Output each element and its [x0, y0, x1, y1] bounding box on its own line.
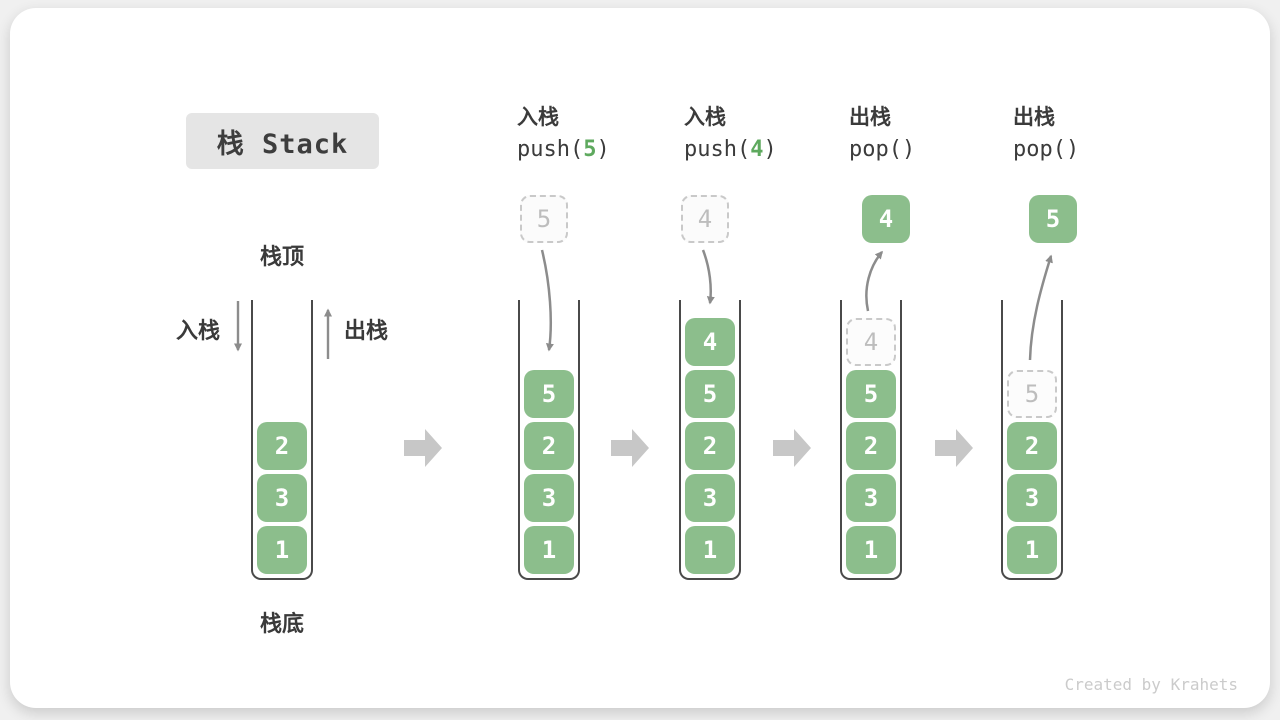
stack-cell: 3 [524, 474, 574, 522]
incoming-element: 5 [520, 195, 568, 243]
op-label-pop-second: 出栈 pop() [1013, 107, 1079, 161]
stack-cell: 1 [685, 526, 735, 574]
stack-cell: 5 [524, 370, 574, 418]
op-name: 入栈 [517, 105, 559, 129]
stack-cell: 2 [257, 422, 307, 470]
op-label-pop-first: 出栈 pop() [849, 107, 915, 161]
op-name: 入栈 [684, 105, 726, 129]
stack-bottom-label: 栈底 [259, 612, 304, 637]
stack-cell: 3 [846, 474, 896, 522]
incoming-element: 4 [681, 195, 729, 243]
stack-container-after-push5: 5 2 3 1 [518, 300, 580, 580]
stack-cell: 2 [524, 422, 574, 470]
op-code: pop() [849, 137, 916, 162]
op-code: pop() [1013, 137, 1080, 162]
stack-cell-ghost: 5 [1007, 370, 1057, 418]
next-step-arrow-icon [935, 429, 973, 467]
stack-cell: 1 [1007, 526, 1057, 574]
op-code-arg: 5 [583, 137, 597, 162]
stack-container-initial: 2 3 1 [251, 300, 313, 580]
stack-cell: 2 [846, 422, 896, 470]
push-side-label: 入栈 [176, 319, 221, 344]
op-code: push(5) [517, 137, 610, 162]
push-4-arrow-icon [701, 249, 715, 305]
op-name: 出栈 [1013, 105, 1055, 129]
stack-cell-ghost: 4 [846, 318, 896, 366]
op-code-arg: 4 [750, 137, 764, 162]
stack-cell: 4 [685, 318, 735, 366]
stack-cell: 5 [846, 370, 896, 418]
stack-cell: 1 [524, 526, 574, 574]
op-name: 出栈 [849, 105, 891, 129]
stack-cell: 5 [685, 370, 735, 418]
title-badge: 栈 Stack [186, 113, 379, 169]
next-step-arrow-icon [404, 429, 442, 467]
stack-container-after-pop5: 5 2 3 1 [1001, 300, 1063, 580]
popped-element: 5 [1029, 195, 1077, 243]
next-step-arrow-icon [611, 429, 649, 467]
watermark: Created by Krahets [1064, 675, 1238, 694]
stack-cell: 2 [685, 422, 735, 470]
next-step-arrow-icon [773, 429, 811, 467]
stack-cell: 1 [257, 526, 307, 574]
stack-cell: 3 [257, 474, 307, 522]
stack-cell: 1 [846, 526, 896, 574]
op-code: push(4) [684, 137, 777, 162]
stack-cell: 2 [1007, 422, 1057, 470]
op-label-push-4: 入栈 push(4) [684, 107, 777, 161]
stack-top-label: 栈顶 [259, 245, 304, 270]
popped-element: 4 [862, 195, 910, 243]
title-badge-label: 栈 Stack [216, 128, 349, 160]
op-label-push-5: 入栈 push(5) [517, 107, 610, 161]
stack-cell: 3 [685, 474, 735, 522]
pop-side-label: 出栈 [344, 319, 389, 344]
stack-cell: 3 [1007, 474, 1057, 522]
stack-container-after-pop4: 4 5 2 3 1 [840, 300, 902, 580]
stack-container-after-push4: 4 5 2 3 1 [679, 300, 741, 580]
